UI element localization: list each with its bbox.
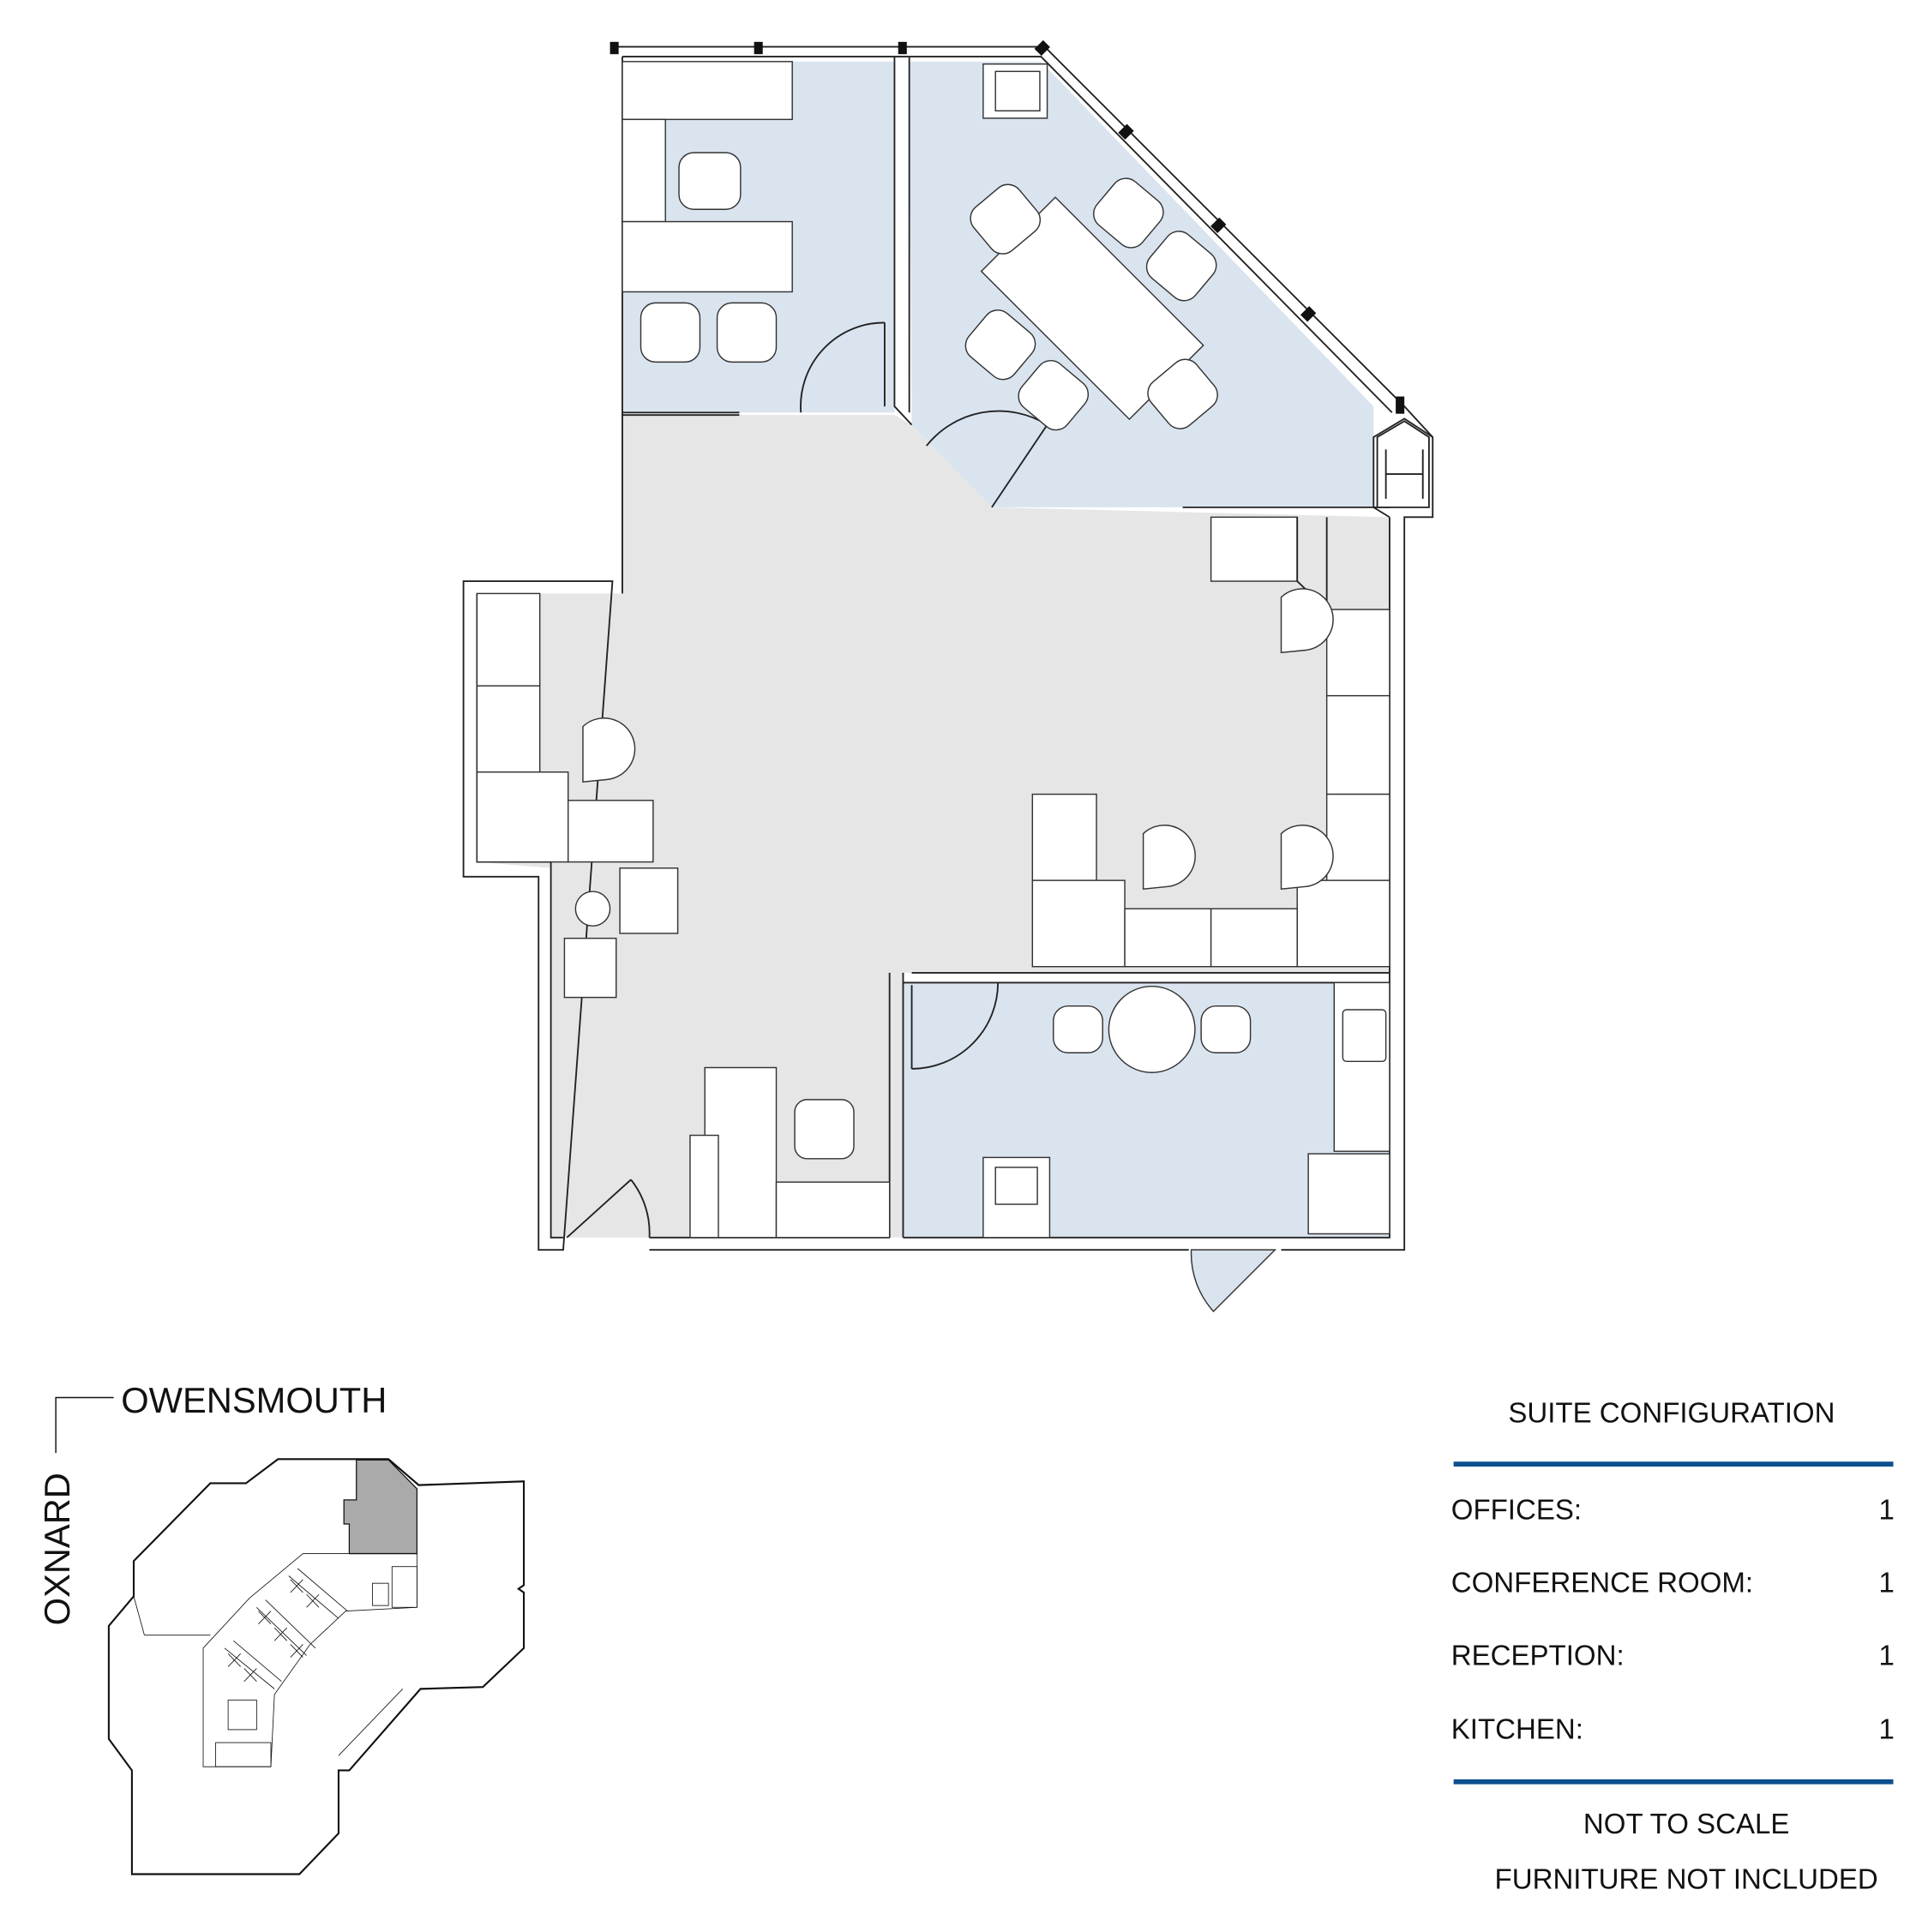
doors <box>566 321 1048 1239</box>
legend-row-label: RECEPTION: <box>1451 1640 1625 1671</box>
legend-row-value: 1 <box>1879 1640 1895 1671</box>
reception-furniture <box>563 867 891 1239</box>
legend-rule-bottom <box>1453 1779 1894 1785</box>
reception-area <box>477 415 1390 1238</box>
furniture-note: FURNITURE NOT INCLUDED <box>1495 1864 1878 1896</box>
legend-row: RECEPTION: 1 <box>1451 1640 1895 1671</box>
legend-row: KITCHEN: 1 <box>1451 1713 1895 1745</box>
legend-rule-top <box>1453 1461 1894 1467</box>
office-partition <box>622 57 1390 508</box>
legend-row-label: CONFERENCE ROOM: <box>1451 1568 1753 1599</box>
legend-row-value: 1 <box>1879 1495 1895 1527</box>
suite-location-highlight <box>343 1459 418 1555</box>
legend-row-value: 1 <box>1879 1568 1895 1599</box>
street-owensmouth-label: OWENSMOUTH <box>121 1380 387 1420</box>
legend-title: SUITE CONFIGURATION <box>1508 1397 1835 1429</box>
street-oxnard-label: OXNARD <box>37 1473 77 1625</box>
key-plan: OWENSMOUTH OXNARD <box>37 1380 526 1875</box>
conference-furniture <box>964 63 1218 431</box>
suite-floor-plan <box>462 39 1434 1313</box>
kitchen-table <box>1108 985 1196 1073</box>
not-to-scale-note: NOT TO SCALE <box>1583 1809 1789 1840</box>
sink <box>1342 1009 1387 1063</box>
building-outline <box>107 1458 526 1875</box>
chair <box>678 152 742 210</box>
entry-door-swing <box>1190 1249 1277 1313</box>
kitchen-furniture <box>982 981 1390 1239</box>
building-core <box>202 1553 417 1767</box>
workstations <box>476 516 1390 968</box>
window-mullions <box>610 39 1405 414</box>
legend-row: OFFICES: 1 <box>1451 1495 1895 1527</box>
chair <box>716 302 778 363</box>
legend-row-label: KITCHEN: <box>1451 1713 1583 1745</box>
suite-configuration-legend: SUITE CONFIGURATION OFFICES: 1 CONFERENC… <box>1451 1397 1895 1895</box>
office-furniture <box>622 61 793 363</box>
exterior-wall <box>462 45 1434 1251</box>
legend-row: CONFERENCE ROOM: 1 <box>1451 1568 1895 1599</box>
chair <box>640 302 701 363</box>
legend-row-value: 1 <box>1879 1713 1895 1745</box>
legend-row-label: OFFICES: <box>1451 1495 1582 1527</box>
